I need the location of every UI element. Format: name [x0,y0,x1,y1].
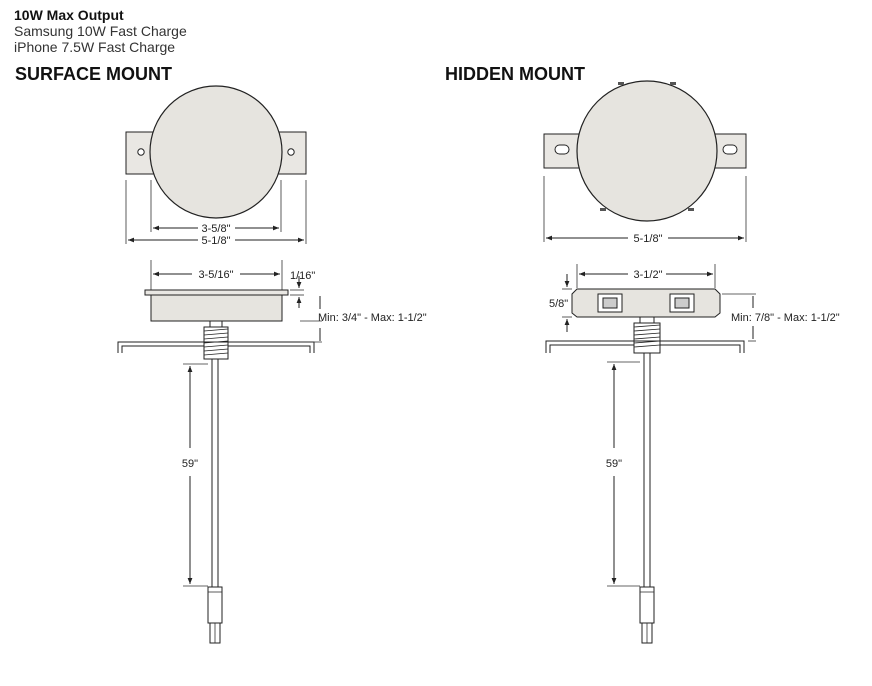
hidden-body [571,288,721,318]
hidden-dim-outer-width: 5-1/8" [634,233,663,245]
surface-body [150,294,283,322]
hidden-dim-mount-range: Min: 7/8" - Max: 1-1/2" [731,312,840,324]
surface-cable [211,358,219,588]
surface-lip [144,289,289,296]
hidden-dim-height: 5/8" [549,298,568,310]
surface-dim-mount-range: Min: 3/4" - Max: 1-1/2" [318,312,427,324]
hidden-bracket-slot-right [722,144,738,155]
hidden-top-view: 5-1/8" [543,80,747,245]
surface-bracket-hole-left [137,148,145,156]
hidden-dim-top-width: 3-1/2" [634,269,663,281]
hidden-cable [643,352,651,588]
surface-dim-outer-width: 5-1/8" [202,235,231,247]
hidden-bracket-slot-left [554,144,570,155]
hidden-cable-connector [639,586,655,624]
hidden-charger-disc [576,80,718,222]
iphone-charge-text: iPhone 7.5W Fast Charge [14,39,176,55]
hidden-mount-title: HIDDEN MOUNT [445,64,585,84]
surface-bracket-hole-right [287,148,295,156]
surface-cable-connector [207,586,223,624]
surface-mount-title: SURFACE MOUNT [15,64,172,84]
samsung-charge-text: Samsung 10W Fast Charge [14,23,187,39]
surface-side-view: 3-5/16" 1/16" Min: 3/4" - Max: 1-1/2" [117,260,427,644]
surface-dim-top-width: 3-5/16" [198,269,233,281]
header-block: 10W Max Output Samsung 10W Fast Charge i… [14,7,187,55]
surface-mounting-panel [117,341,315,353]
surface-top-view: 3-5/8" 5-1/8" [125,85,307,247]
hidden-dim-cable: 59" [606,458,622,470]
hidden-side-view: 3-1/2" 5/8" Min: 7/8" - Max: 1 [545,264,840,644]
output-title: 10W Max Output [14,7,124,23]
surface-dim-inner-width: 3-5/8" [202,223,231,235]
hidden-mounting-panel [545,340,745,353]
surface-dim-cable: 59" [182,458,198,470]
surface-dim-lip: 1/16" [290,270,315,282]
surface-charger-disc [149,85,283,219]
